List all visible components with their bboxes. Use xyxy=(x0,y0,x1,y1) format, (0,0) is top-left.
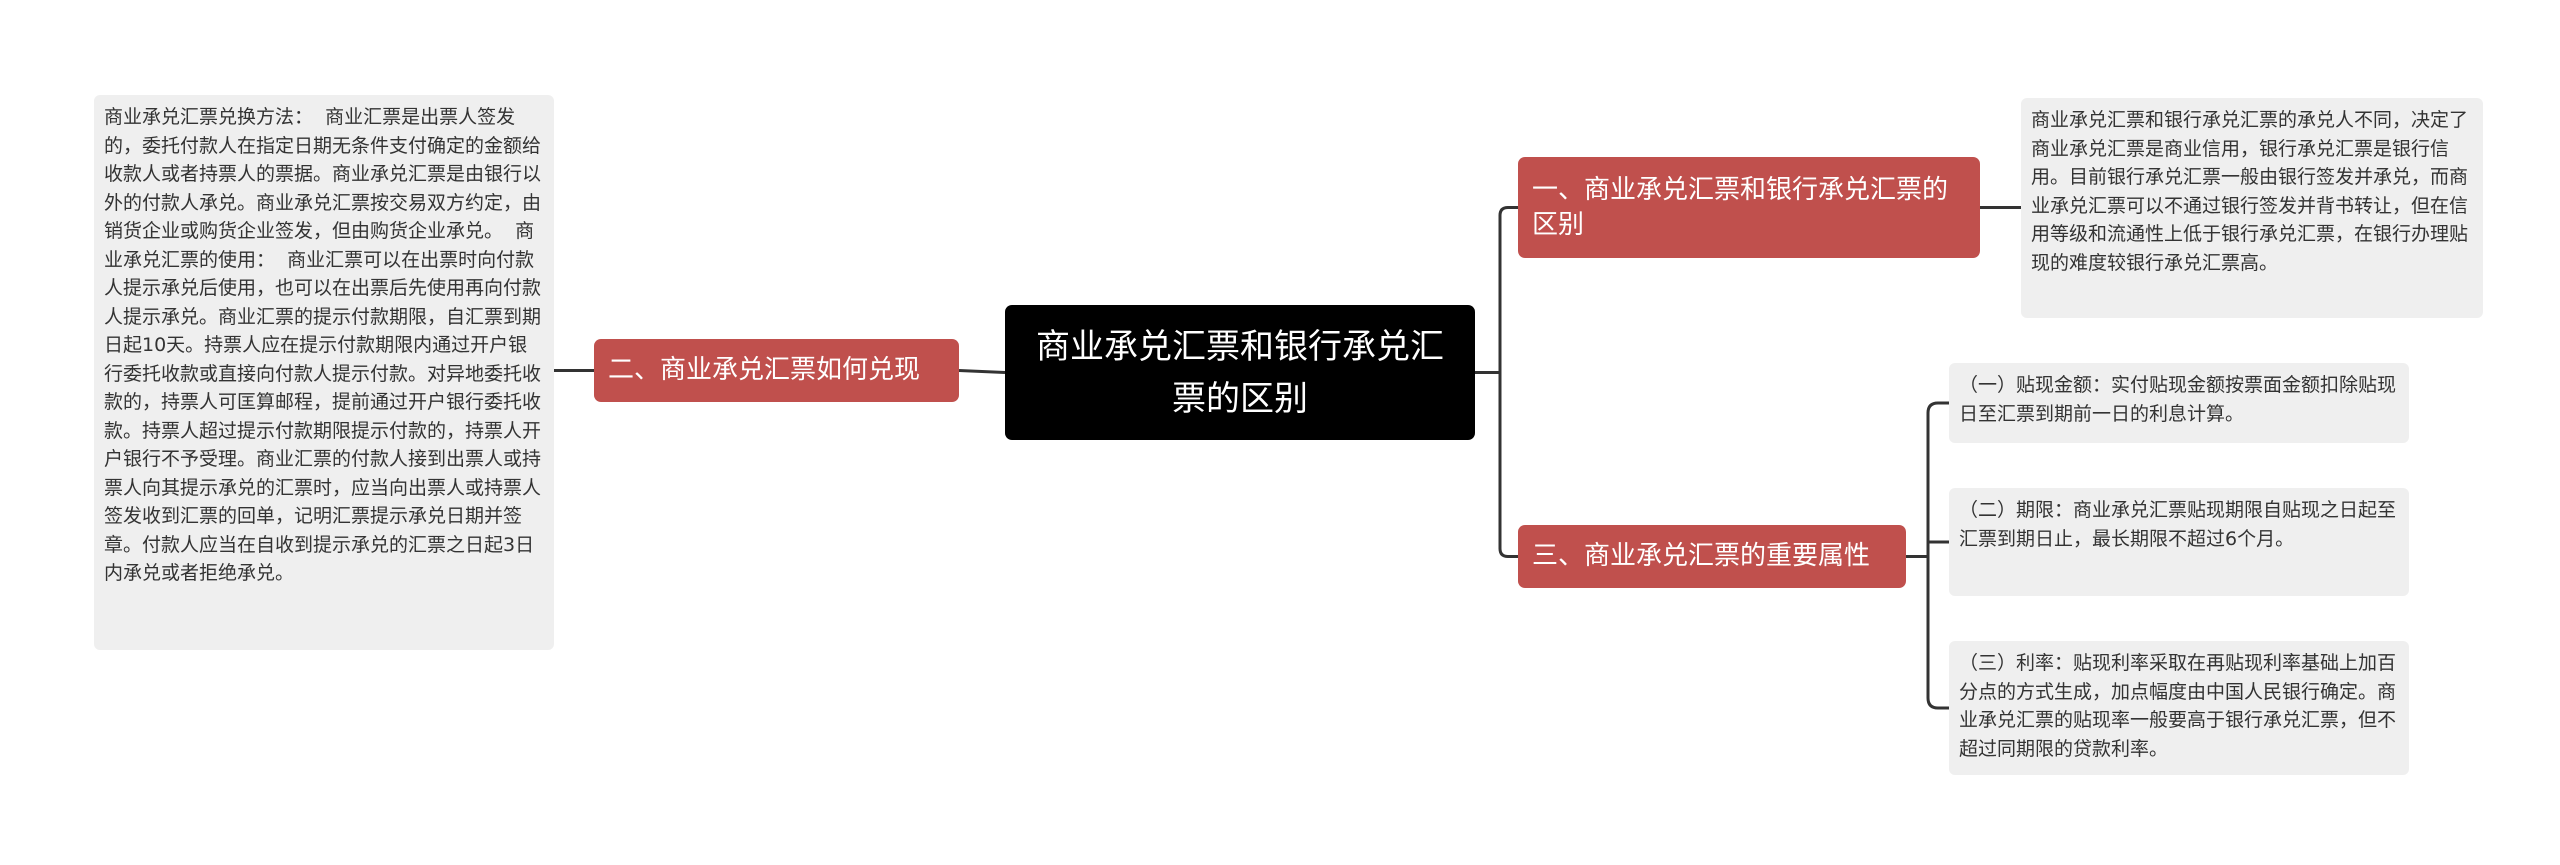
connector-root-left xyxy=(958,369,1006,374)
connector-right-trunk xyxy=(1498,206,1518,558)
branch-attributes-label: 三、商业承兑汇票的重要属性 xyxy=(1532,541,1871,571)
leaf-discount-term[interactable]: （二）期限：商业承兑汇票贴现期限自贴现之日起至汇票到期日止，最长期限不超过6个月… xyxy=(1949,488,2409,596)
root-topic-label: 商业承兑汇票和银行承兑汇票的区别 xyxy=(1036,326,1444,419)
branch-difference-label: 一、商业承兑汇票和银行承兑汇票的区别 xyxy=(1532,174,1949,240)
leaf-redeem-detail[interactable]: 商业承兑汇票兑换方法： 商业汇票是出票人签发的，委托付款人在指定日期无条件支付确… xyxy=(94,95,554,650)
leaf-difference-detail[interactable]: 商业承兑汇票和银行承兑汇票的承兑人不同，决定了商业承兑汇票是商业信用，银行承兑汇… xyxy=(2021,98,2483,318)
root-topic[interactable]: 商业承兑汇票和银行承兑汇票的区别 xyxy=(1005,305,1475,440)
branch-difference[interactable]: 一、商业承兑汇票和银行承兑汇票的区别 xyxy=(1518,157,1980,258)
leaf-discount-rate[interactable]: （三）利率：贴现利率采取在再贴现利率基础上加百分点的方式生成，加点幅度由中国人民… xyxy=(1949,641,2409,775)
branch-redeem[interactable]: 二、商业承兑汇票如何兑现 xyxy=(594,339,959,402)
branch-redeem-label: 二、商业承兑汇票如何兑现 xyxy=(608,355,921,385)
branch-attributes[interactable]: 三、商业承兑汇票的重要属性 xyxy=(1518,525,1906,588)
connector-leaf-trunk xyxy=(1926,401,1949,710)
leaf-discount-amount[interactable]: （一）贴现金额：实付贴现金额按票面金额扣除贴现日至汇票到期前一日的利息计算。 xyxy=(1949,363,2409,443)
